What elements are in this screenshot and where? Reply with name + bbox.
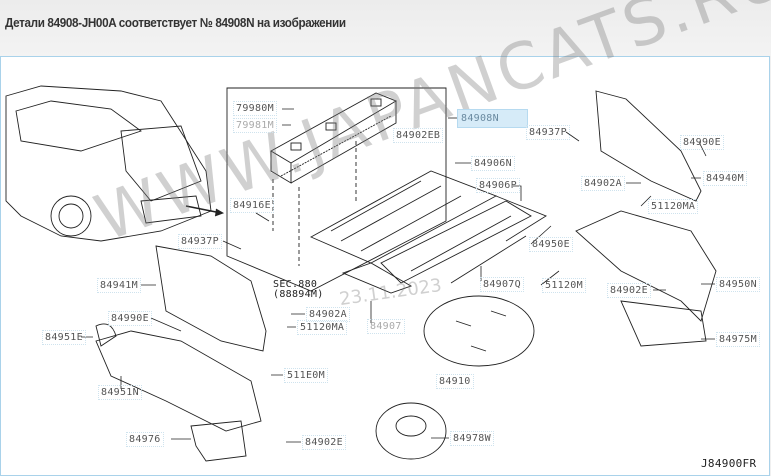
part-label-79981M[interactable]: 79981M [233, 118, 277, 133]
part-label-84902E-left[interactable]: 84902E [302, 435, 346, 450]
part-label-511E0M[interactable]: 511E0M [284, 368, 328, 383]
left-side-panel [95, 245, 267, 462]
section-ref-88894M: (88894M) [273, 289, 324, 300]
leader-lines [81, 108, 715, 443]
part-label-51120MA-right[interactable]: 51120MA [648, 199, 699, 214]
part-label-84990E-right[interactable]: 84990E [680, 135, 724, 150]
part-label-84940M[interactable]: 84940M [703, 171, 747, 186]
floor-cover-84910 [423, 295, 535, 367]
part-label-84902E-right[interactable]: 84902E [607, 283, 651, 298]
part-label-84990E-left[interactable]: 84990E [108, 311, 152, 326]
part-label-84950N[interactable]: 84950N [716, 277, 760, 292]
part-label-84975M[interactable]: 84975M [716, 332, 760, 347]
part-label-84902EB[interactable]: 84902EB [393, 128, 444, 143]
part-label-79980M[interactable]: 79980M [233, 101, 277, 116]
part-label-84916E[interactable]: 84916E [230, 198, 274, 213]
page-title: Детали 84908-JH00A соответствует № 84908… [5, 15, 346, 30]
diagram-drawing [5, 85, 717, 462]
part-label-84978W[interactable]: 84978W [450, 431, 494, 446]
part-label-51120M[interactable]: 51120M [542, 278, 586, 293]
right-side-panel [575, 90, 717, 347]
spare-tire-84978W [375, 402, 447, 460]
luggage-floor-84906N [309, 170, 547, 294]
part-label-84950E[interactable]: 84950E [529, 237, 573, 252]
section-ref-880: SEC.880 [273, 279, 318, 290]
vehicle-illustration [5, 85, 225, 242]
part-label-84976[interactable]: 84976 [126, 432, 164, 447]
page-header: Детали 84908-JH00A соответствует № 84908… [0, 0, 771, 56]
part-label-84941M[interactable]: 84941M [97, 278, 141, 293]
part-label-84906P[interactable]: 84906P [476, 178, 520, 193]
part-label-84937P-right[interactable]: 84937P [526, 125, 570, 140]
detail-box [226, 87, 447, 292]
diagram-code: J84900FR [701, 457, 757, 470]
part-label-84902A-right[interactable]: 84902A [581, 176, 625, 191]
part-label-84951N[interactable]: 84951N [98, 385, 142, 400]
part-label-84910[interactable]: 84910 [436, 374, 474, 389]
tonneau-cover-84908N [270, 92, 398, 266]
part-label-84951E[interactable]: 84951E [42, 330, 86, 345]
part-label-84907Q[interactable]: 84907Q [480, 277, 524, 292]
part-label-84908N-highlighted[interactable]: 84908N [457, 109, 528, 128]
part-label-84902A-left[interactable]: 84902A [306, 307, 350, 322]
part-label-84907[interactable]: 84907 [367, 319, 405, 334]
part-label-84906N[interactable]: 84906N [471, 156, 515, 171]
part-label-84937P-left[interactable]: 84937P [178, 234, 222, 249]
part-label-51120MA-left[interactable]: 51120MA [297, 320, 348, 335]
